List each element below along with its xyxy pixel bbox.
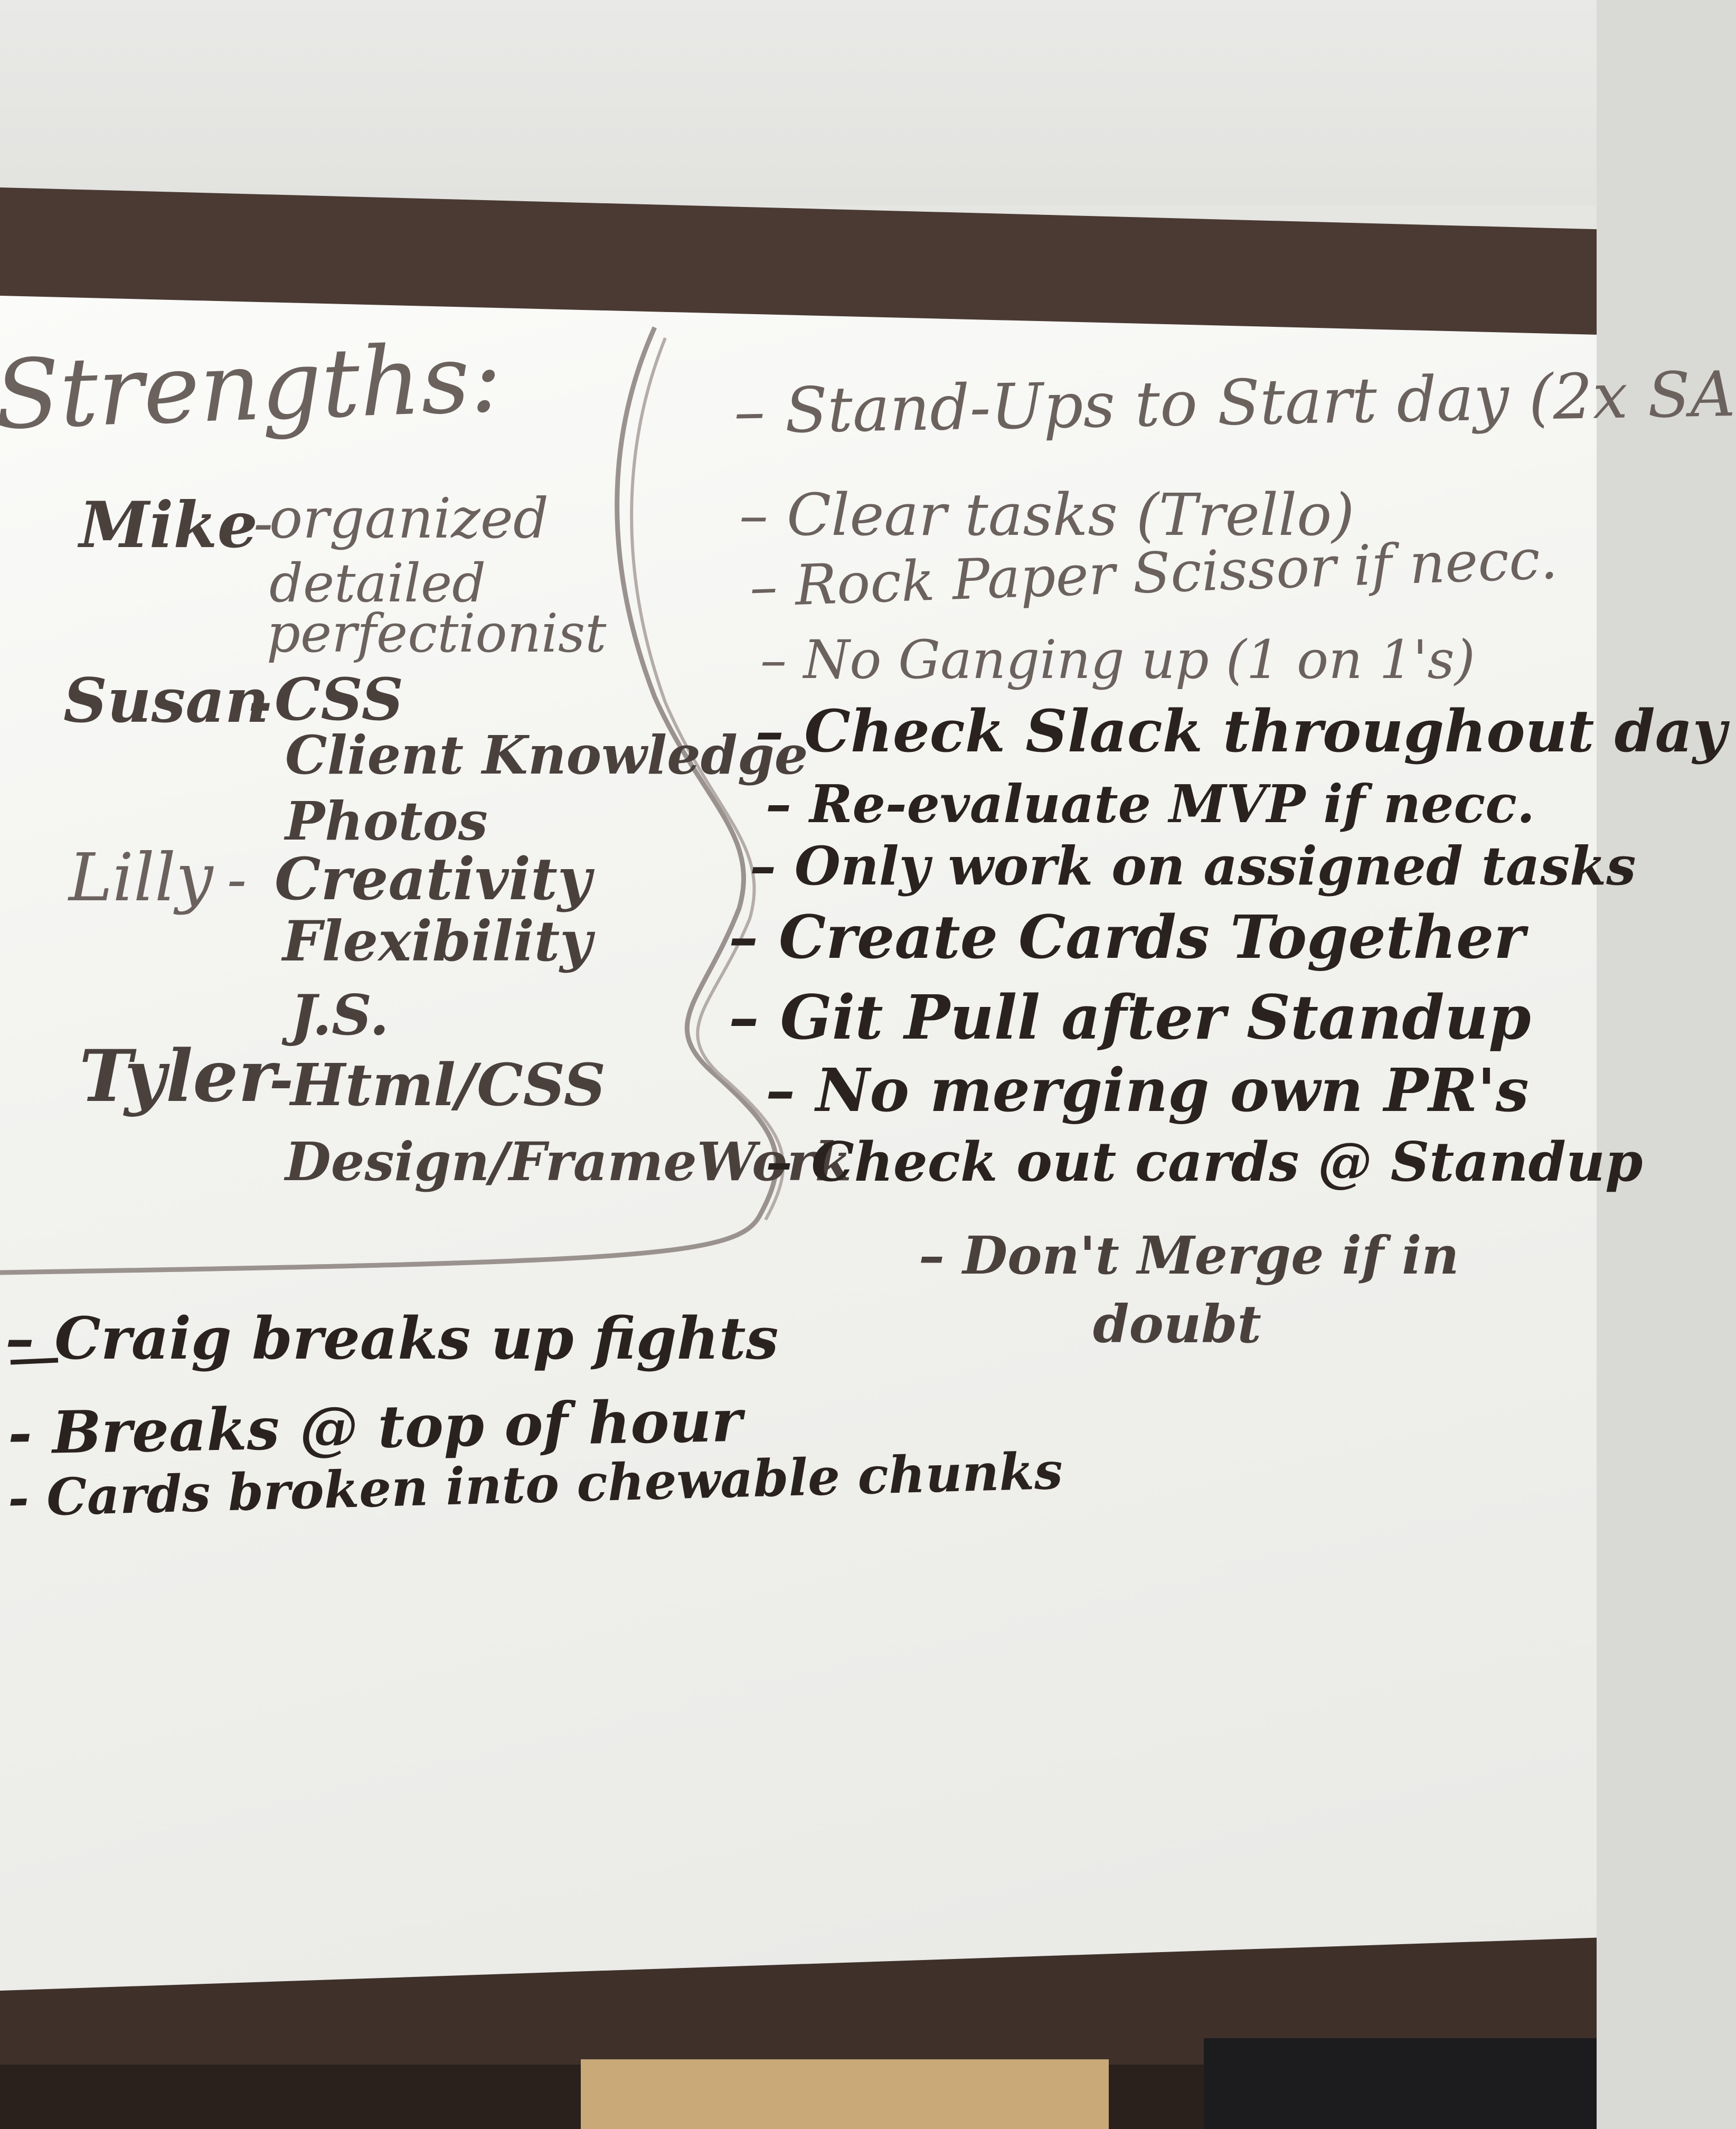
strength-item: Html/CSS bbox=[290, 1051, 606, 1119]
strength-item: Design/FrameWork bbox=[285, 1131, 852, 1193]
rule-item: – Check Slack throughout day bbox=[755, 697, 1726, 765]
rule-text: Create Cards Together bbox=[779, 903, 1525, 972]
rule-text: No Ganging up (1 on 1's) bbox=[803, 629, 1475, 691]
rule-text: Check out cards @ Standup bbox=[811, 1131, 1643, 1194]
strength-item: J.S. bbox=[290, 982, 389, 1048]
strength-item: Client Knowledge bbox=[285, 724, 808, 786]
rule-item: – Clear tasks (Trello) bbox=[739, 481, 1355, 549]
bottom-item: – Craig breaks up fights bbox=[5, 1304, 779, 1372]
subrule-line-2: doubt bbox=[1093, 1294, 1261, 1355]
rule-item: – Git Pull after Standup bbox=[729, 982, 1531, 1053]
strength-item: perfectionist bbox=[267, 602, 607, 664]
strengths-title: Strengths: bbox=[0, 323, 504, 451]
strength-item: detailed bbox=[269, 552, 486, 614]
rule-item: – Create Cards Together bbox=[729, 903, 1525, 972]
subrule-line-1: – Don't Merge if in bbox=[919, 1226, 1459, 1286]
rule-item: – Re-evaluate MVP if necc. bbox=[766, 774, 1535, 835]
dash: - bbox=[248, 668, 272, 736]
dash: - bbox=[227, 845, 247, 913]
rule-item: – No merging own PR's bbox=[766, 1056, 1529, 1125]
rule-text: Git Pull after Standup bbox=[780, 982, 1531, 1053]
rule-text: No merging own PR's bbox=[816, 1056, 1529, 1125]
monitor bbox=[1204, 2038, 1597, 2129]
wall bbox=[0, 0, 1597, 206]
rule-text: Re-evaluate MVP if necc. bbox=[809, 774, 1535, 835]
strength-item: Creativity bbox=[275, 845, 591, 913]
person-name-mike: Mike bbox=[79, 488, 258, 562]
rule-item: – Stand-Ups to Start day (2x SA bbox=[733, 357, 1736, 448]
dash: - bbox=[253, 489, 273, 557]
rule-text: Check Slack throughout day bbox=[804, 697, 1726, 765]
cardboard-box bbox=[581, 2059, 1109, 2129]
person-name-lilly: Lilly bbox=[69, 840, 213, 916]
rule-item: – Only work on assigned tasks bbox=[750, 835, 1636, 897]
bottom-text: Craig breaks up fights bbox=[54, 1304, 779, 1372]
person-name-susan: Susan bbox=[63, 665, 269, 737]
strength-item: Photos bbox=[285, 790, 488, 852]
rule-item: – No Ganging up (1 on 1's) bbox=[760, 629, 1475, 691]
person-name-tyler: Tyler bbox=[79, 1034, 276, 1118]
rule-item: – Check out cards @ Standup bbox=[766, 1131, 1643, 1194]
rule-text: Clear tasks (Trello) bbox=[786, 481, 1355, 549]
strength-item: Flexibility bbox=[282, 908, 592, 974]
strength-item: CSS bbox=[275, 665, 404, 733]
strength-item: organized bbox=[269, 486, 549, 551]
dash: - bbox=[269, 1045, 294, 1114]
rule-text: Only work on assigned tasks bbox=[794, 835, 1636, 897]
subrule-text: Don't Merge if in bbox=[963, 1226, 1459, 1286]
